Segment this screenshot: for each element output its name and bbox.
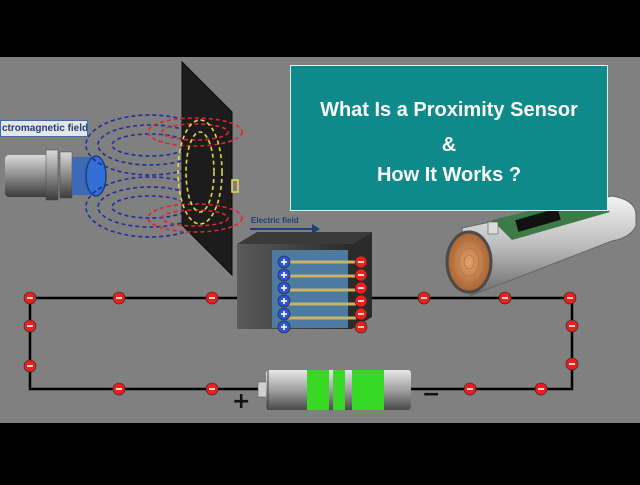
negative-charge-icon [354, 294, 368, 308]
battery-negative-sign: − [422, 382, 441, 407]
capacitor-positive-charges [277, 255, 291, 334]
electron-icon [23, 291, 37, 305]
title-box: What Is a Proximity Sensor & How It Work… [290, 65, 608, 211]
negative-charge-icon [354, 320, 368, 334]
electron-icon [23, 319, 37, 333]
electron-icon [563, 291, 577, 305]
battery [257, 370, 411, 410]
capacitor-negative-charges [354, 255, 368, 334]
electron-icon [205, 291, 219, 305]
negative-charge-icon [354, 307, 368, 321]
eddy-current-lines [147, 117, 243, 233]
positive-charge-icon [277, 307, 291, 321]
positive-charge-icon [277, 255, 291, 269]
electron-icon [463, 382, 477, 396]
wire-charges [23, 291, 579, 396]
positive-charge-icon [277, 294, 291, 308]
positive-charge-icon [277, 281, 291, 295]
electron-icon [112, 382, 126, 396]
title-line-1: What Is a Proximity Sensor [320, 99, 578, 121]
electron-icon [498, 291, 512, 305]
positive-charge-icon [277, 320, 291, 334]
electric-field-arrow [250, 224, 320, 234]
title-line-2: How It Works ? [376, 164, 522, 186]
electron-icon [23, 359, 37, 373]
electron-icon [565, 319, 579, 333]
electron-icon [112, 291, 126, 305]
inductive-sensor-icon [5, 149, 107, 201]
negative-charge-icon [354, 255, 368, 269]
negative-charge-icon [354, 268, 368, 282]
electron-icon [565, 357, 579, 371]
capacitor-block [237, 232, 372, 329]
battery-positive-sign: + [232, 389, 251, 414]
negative-charge-icon [354, 281, 368, 295]
electron-icon [417, 291, 431, 305]
title-ampersand: & [441, 134, 457, 156]
electron-icon [205, 382, 219, 396]
electron-icon [534, 382, 548, 396]
positive-charge-icon [277, 268, 291, 282]
electric-field-label: Electric field [251, 216, 299, 225]
electromagnetic-field-label: ctromagnetic field [0, 120, 88, 137]
